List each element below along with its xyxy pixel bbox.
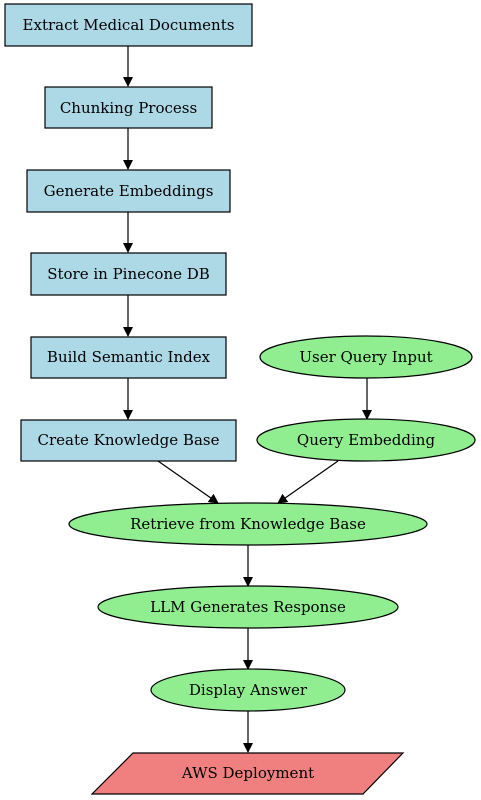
- node-retrieve: Retrieve from Knowledge Base: [68, 502, 428, 546]
- node-label: User Query Input: [299, 348, 432, 366]
- node-label: Store in Pinecone DB: [47, 265, 210, 283]
- node-embeddings: Generate Embeddings: [26, 169, 231, 213]
- node-label: Chunking Process: [60, 99, 197, 117]
- node-label: Query Embedding: [297, 431, 436, 449]
- node-chunking: Chunking Process: [44, 86, 213, 129]
- edge-kb-retrieve: [157, 460, 219, 504]
- node-query-embed: Query Embedding: [256, 418, 476, 462]
- edges: [123, 46, 372, 753]
- node-label: Retrieve from Knowledge Base: [130, 515, 366, 533]
- node-aws: AWS Deployment: [90, 752, 405, 795]
- node-llm: LLM Generates Response: [97, 585, 399, 629]
- node-kb: Create Knowledge Base: [20, 419, 237, 462]
- node-index: Build Semantic Index: [30, 336, 227, 379]
- node-label: AWS Deployment: [181, 764, 314, 782]
- node-display: Display Answer: [150, 668, 346, 712]
- node-label: Generate Embeddings: [44, 182, 214, 200]
- node-label: Create Knowledge Base: [38, 431, 220, 449]
- node-query-input: User Query Input: [259, 335, 473, 379]
- node-label: LLM Generates Response: [150, 598, 346, 616]
- node-pinecone: Store in Pinecone DB: [30, 252, 227, 296]
- node-label: Extract Medical Documents: [23, 16, 235, 34]
- node-label: Display Answer: [189, 681, 308, 699]
- node-label: Build Semantic Index: [47, 348, 211, 366]
- edge-queryembed-retrieve: [277, 460, 339, 504]
- node-extract: Extract Medical Documents: [4, 3, 253, 47]
